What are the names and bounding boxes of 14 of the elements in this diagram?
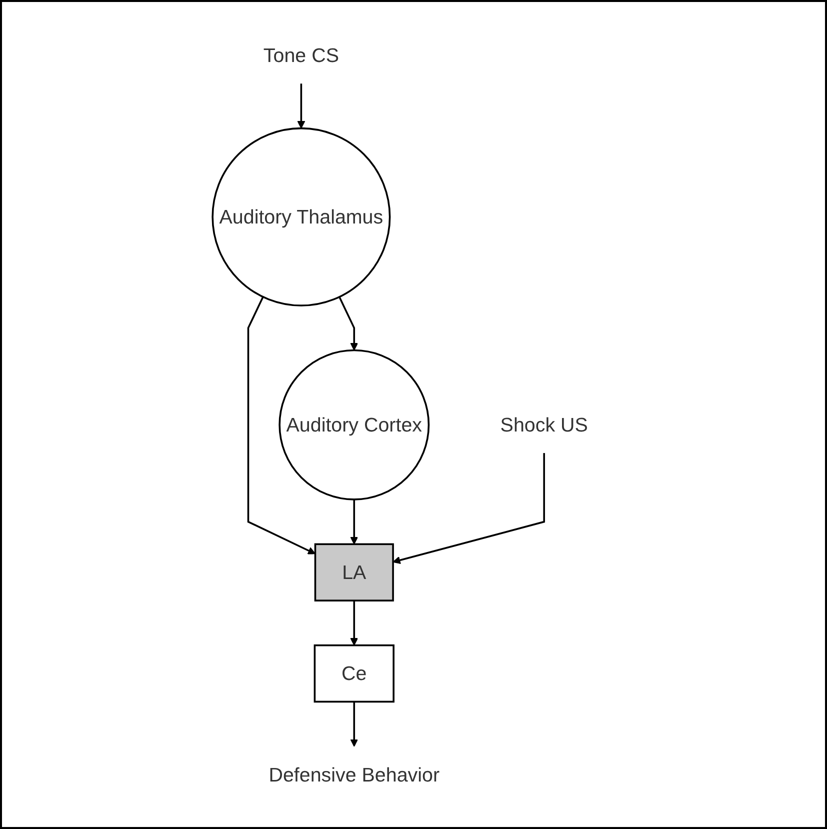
node-text: Defensive Behavior (268, 762, 440, 786)
node-text: Tone CS (263, 44, 339, 66)
arrow (350, 498, 358, 544)
arrow (350, 701, 358, 746)
arrow (297, 83, 305, 128)
node-circle: Auditory Thalamus (212, 126, 391, 306)
node-box: LA (314, 542, 394, 601)
arrow (392, 452, 545, 564)
node-circle: Auditory Cortex (278, 348, 430, 500)
arrow (350, 600, 358, 646)
node-box: Ce (314, 644, 394, 702)
arrow (338, 296, 358, 350)
node-text: Shock US (500, 413, 588, 436)
arrow (247, 296, 316, 554)
